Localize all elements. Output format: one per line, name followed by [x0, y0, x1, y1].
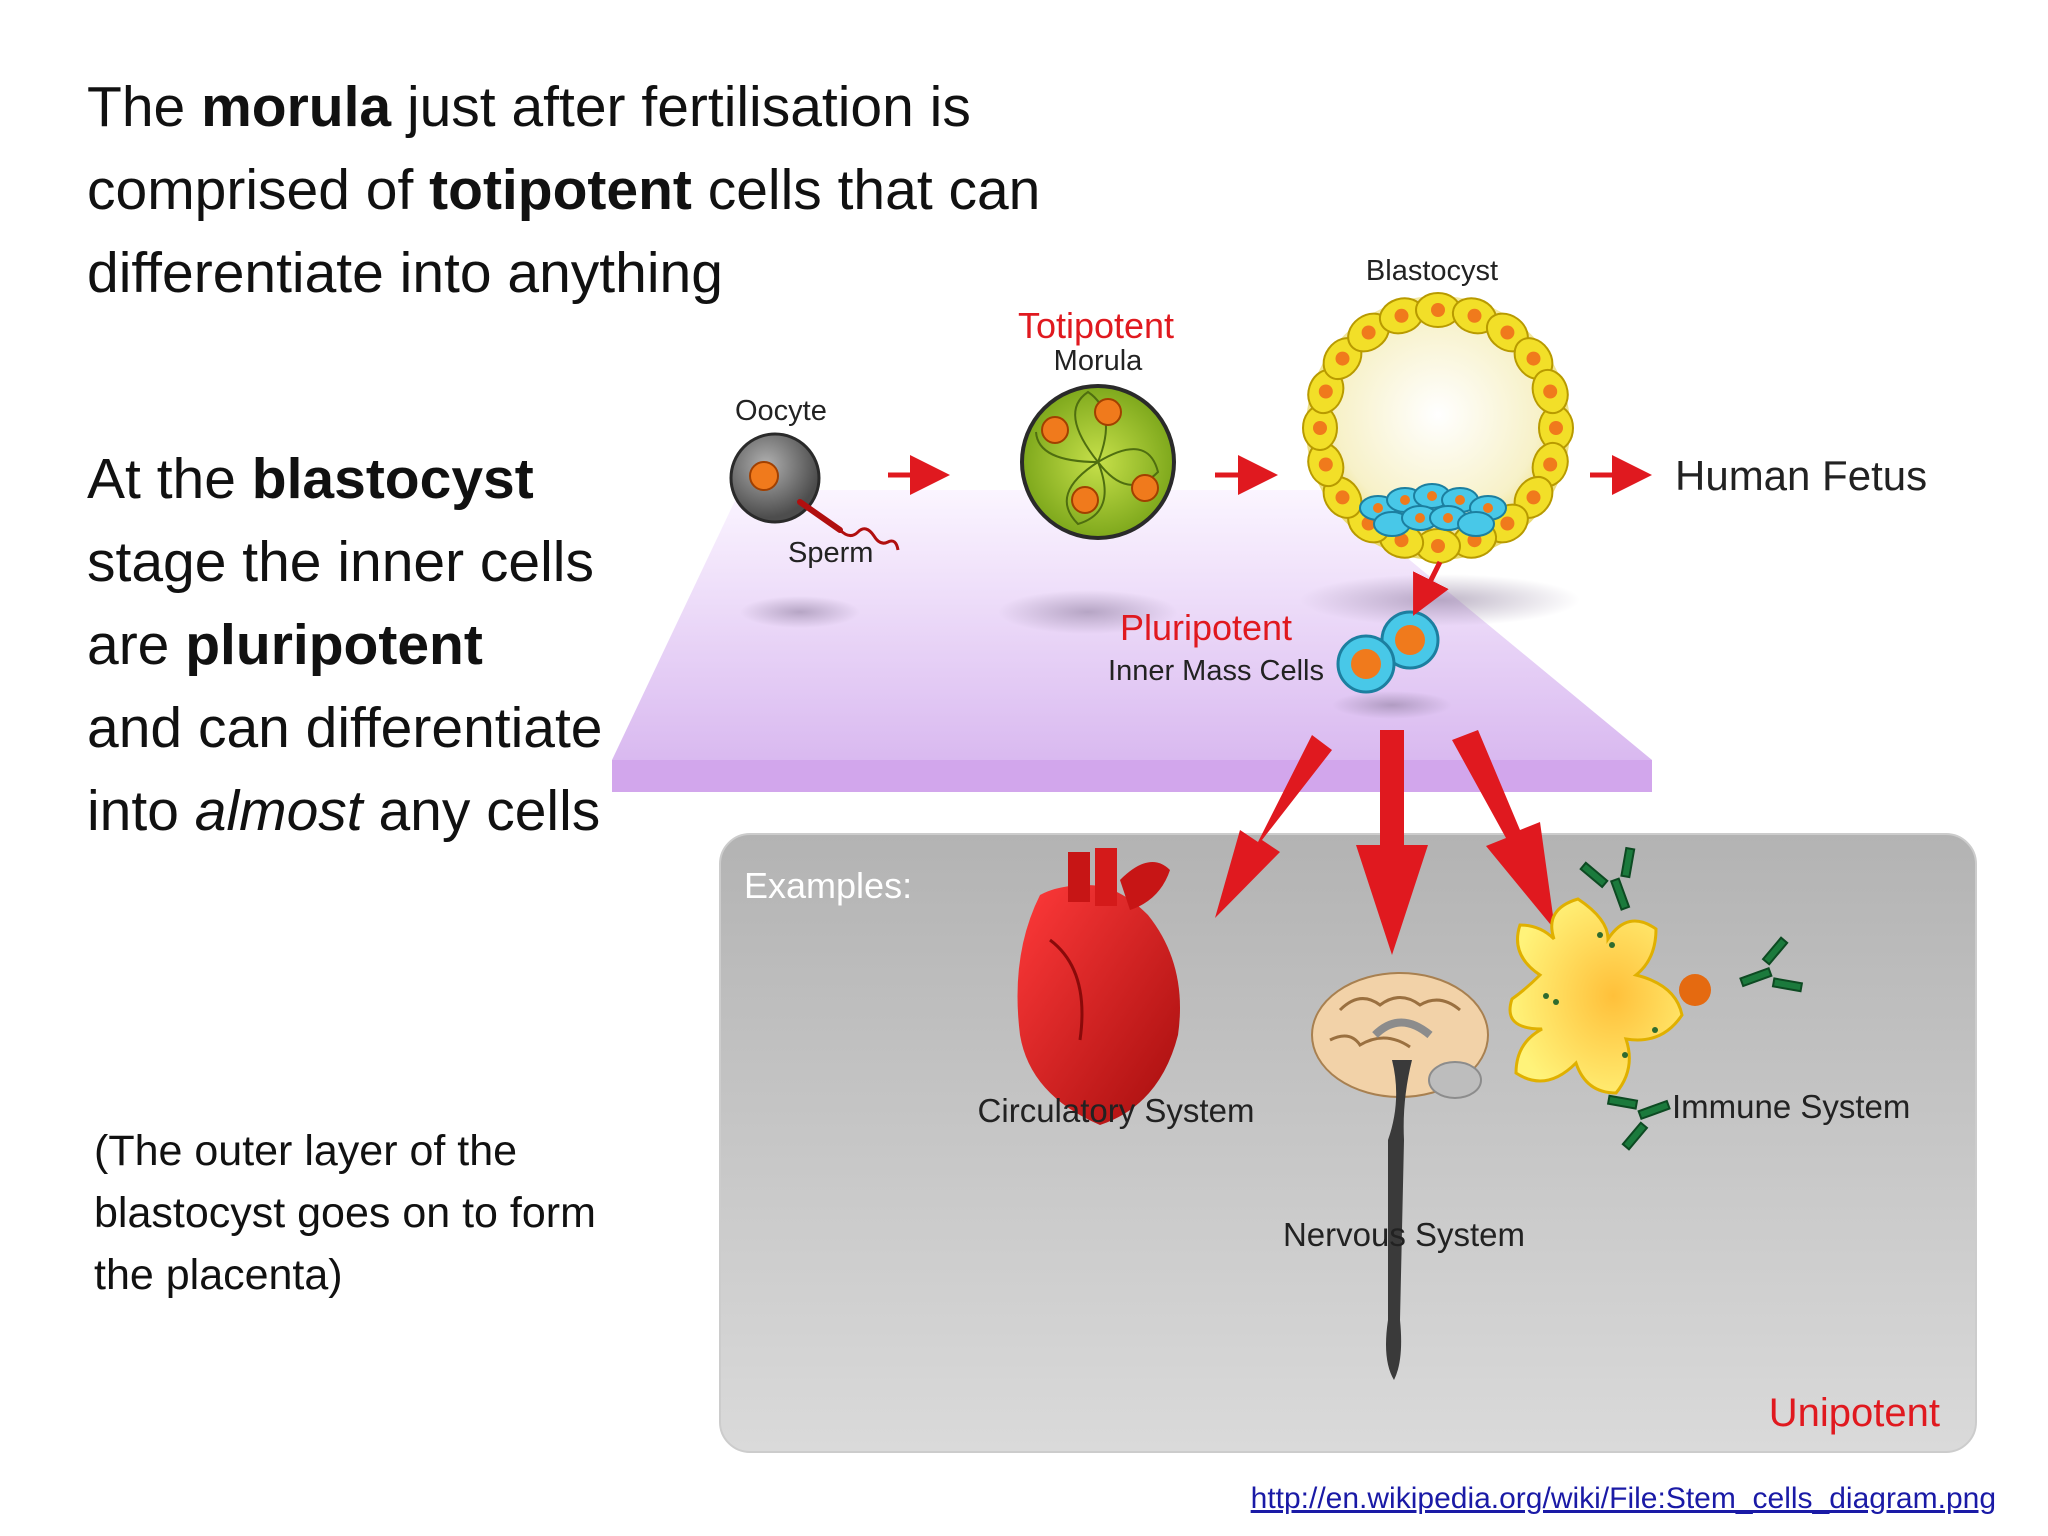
p2-seg-3: pluripotent [185, 613, 483, 677]
p2-seg-1: blastocyst [251, 447, 534, 511]
p1-seg-4: cells that can differentiate into anythi… [87, 158, 1041, 305]
label-immune: Immune System [1672, 1088, 1910, 1125]
trophoblast-nucleus [1543, 384, 1558, 399]
label-totipotent: Totipotent [1018, 305, 1174, 346]
label-pluripotent: Pluripotent [1120, 607, 1292, 648]
antibody-icons [1579, 846, 1804, 1151]
blastocyst-cell [1302, 292, 1574, 564]
p2-seg-4: and can differentiate into [87, 613, 619, 843]
trophoblast-nucleus [1318, 384, 1333, 399]
differentiation-arrows [1215, 730, 1555, 955]
heart-illustration [1017, 848, 1180, 1125]
blastocyst-paragraph: At the blastocyst stage the inner cells … [87, 438, 607, 853]
trophoblast-nucleus [1526, 351, 1541, 366]
p2-seg-2: stage the inner cells are [87, 530, 594, 677]
p2-seg-5: almost [194, 779, 363, 843]
brain-illustration [1311, 972, 1489, 1380]
trophoblast-nucleus [1549, 421, 1563, 435]
label-morula: Morula [1054, 345, 1144, 377]
inner-mass-cells [1336, 610, 1440, 694]
p1-seg-3: totipotent [429, 158, 692, 222]
trophoblast-nucleus [1335, 351, 1350, 366]
morula-paragraph: The morula just after fertilisation is c… [87, 66, 1047, 315]
progression-arrows [888, 455, 1652, 616]
examples-panel [719, 833, 1977, 1453]
label-examples: Examples: [744, 865, 912, 906]
trophoblast-nucleus [1394, 308, 1409, 323]
placenta-note: (The outer layer of the blastocyst goes … [94, 1127, 596, 1299]
label-circulatory: Circulatory System [978, 1092, 1255, 1129]
label-sperm: Sperm [788, 537, 873, 569]
trophoblast-nucleus [1335, 490, 1350, 505]
trophoblast-nucleus [1500, 516, 1515, 531]
trophoblast-nucleus [1394, 533, 1409, 548]
trophoblast-nucleus [1526, 490, 1541, 505]
trophoblast-nucleus [1500, 325, 1515, 340]
label-nervous: Nervous System [1283, 1216, 1525, 1253]
trophoblast-nucleus [1318, 457, 1333, 472]
source-link[interactable]: http://en.wikipedia.org/wiki/File:Stem_c… [1250, 1482, 1996, 1515]
trophoblast-nucleus [1467, 308, 1482, 323]
label-unipotent: Unipotent [1769, 1391, 1940, 1435]
p2-seg-6: any cells [362, 779, 601, 843]
label-blastocyst: Blastocyst [1366, 255, 1498, 287]
trophoblast-nucleus [1431, 539, 1445, 553]
trophoblast-nucleus [1543, 457, 1558, 472]
oocyte-cell [729, 432, 900, 551]
trophoblast-nucleus [1431, 303, 1445, 317]
morula-cell [1020, 384, 1176, 540]
p1-seg-2: just after fertilisation is comprised of [87, 75, 971, 222]
trophoblast-nucleus [1361, 325, 1376, 340]
immune-cell-illustration [1508, 897, 1711, 1095]
label-human-fetus: Human Fetus [1675, 452, 1927, 499]
label-inner-mass: Inner Mass Cells [1108, 655, 1324, 687]
p1-seg-0: The [87, 75, 202, 139]
trophoblast-nucleus [1313, 421, 1327, 435]
label-oocyte: Oocyte [735, 395, 827, 427]
p2-seg-0: At the [87, 447, 252, 511]
p1-seg-1: morula [201, 75, 392, 139]
